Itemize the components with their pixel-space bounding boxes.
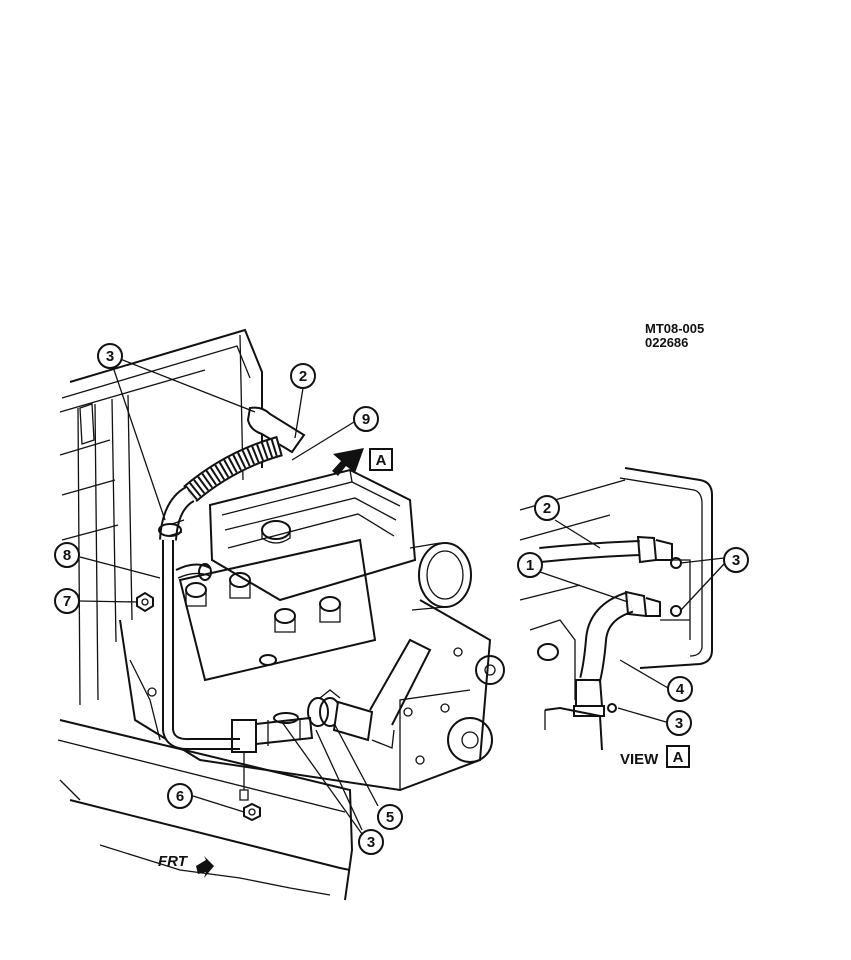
hose-pipe-assembly: [158, 406, 432, 801]
svg-text:2: 2: [543, 500, 551, 517]
svg-text:3: 3: [675, 715, 683, 732]
radiator-shroud: [59, 328, 263, 706]
figure-code: MT08-005 022686: [645, 322, 704, 350]
callout-4: 4: [667, 676, 693, 702]
front-crossmember: [57, 719, 354, 901]
callout-8: 8: [54, 542, 80, 568]
callout-5: 5: [377, 804, 403, 830]
svg-text:6: 6: [176, 788, 184, 805]
view-label-letter: A: [673, 749, 684, 766]
figure-code-line2: 022686: [645, 335, 689, 350]
svg-text:5: 5: [386, 809, 394, 826]
figure-code-line1: MT08-005: [645, 321, 705, 336]
svg-text:3: 3: [732, 552, 740, 569]
leader-lines: [79, 356, 725, 835]
view-label-word: VIEW: [620, 751, 659, 768]
callout-1: 1: [517, 552, 543, 578]
callout-9: 9: [353, 406, 379, 432]
svg-text:3: 3: [106, 348, 114, 365]
callout-3-lower: 3: [358, 829, 384, 855]
callout-2-view-a: 2: [534, 495, 560, 521]
exhaust-ports: [185, 572, 341, 666]
callout-3-view-a-upper: 3: [723, 547, 749, 573]
callout-3-view-a-lower: 3: [666, 710, 692, 736]
svg-text:2: 2: [299, 368, 307, 385]
svg-text:3: 3: [367, 834, 375, 851]
svg-text:9: 9: [362, 411, 370, 428]
view-a-arrow: A: [332, 448, 393, 476]
callout-2-main: 2: [290, 363, 316, 389]
svg-text:1: 1: [526, 557, 534, 574]
svg-text:7: 7: [63, 593, 71, 610]
front-direction-indicator: FRT: [158, 853, 214, 878]
svg-text:4: 4: [676, 681, 685, 698]
front-label: FRT: [158, 853, 189, 870]
view-arrow-letter: A: [376, 452, 387, 469]
callout-6: 6: [167, 783, 193, 809]
svg-text:8: 8: [63, 547, 71, 564]
view-a-detail: [519, 467, 713, 751]
callout-7: 7: [54, 588, 80, 614]
callout-3-upper-left: 3: [97, 343, 123, 369]
engine-block: [119, 468, 505, 792]
view-a-label: VIEW A: [620, 745, 690, 768]
